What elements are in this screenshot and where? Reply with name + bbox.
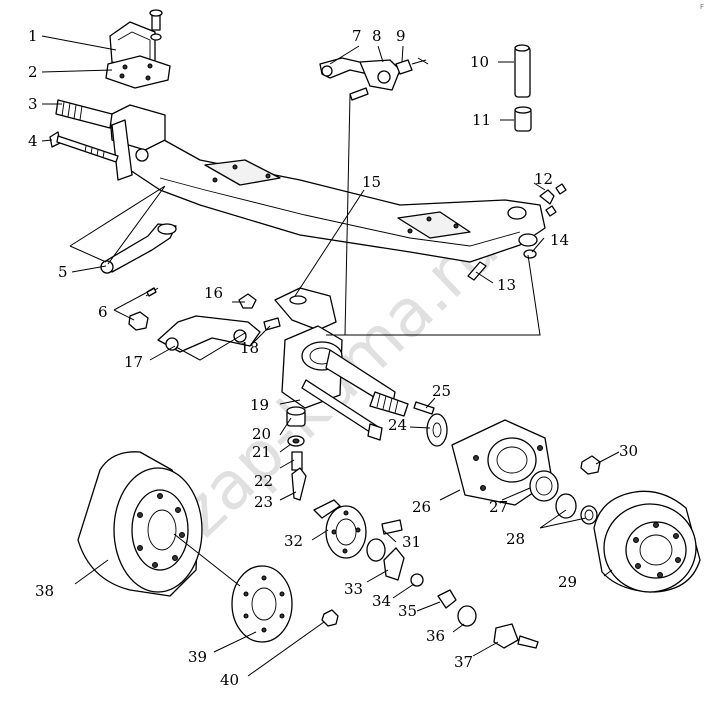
knuckle-arm [157, 293, 281, 353]
label-8: 8 [372, 27, 382, 45]
wheel-nut [321, 609, 339, 627]
label-35: 35 [398, 602, 417, 620]
label-31: 31 [402, 533, 421, 551]
label-27: 27 [489, 498, 508, 516]
hub-assembly [313, 499, 539, 649]
label-14: 14 [550, 231, 569, 249]
label-37: 37 [454, 653, 473, 671]
label-12: 12 [534, 170, 553, 188]
hub-nut-30 [580, 455, 601, 475]
corner-mark: F [700, 3, 704, 11]
label-3: 3 [28, 95, 38, 113]
wheel-rim [77, 451, 203, 597]
label-29: 29 [558, 573, 577, 591]
label-32: 32 [284, 532, 303, 550]
part-numbers: 1 2 3 4 5 6 7 8 9 10 11 12 13 14 15 16 1… [28, 27, 638, 689]
leader-lines [41, 35, 620, 677]
label-17: 17 [124, 353, 143, 371]
label-21: 21 [252, 443, 271, 461]
pin-and-bushing [514, 44, 532, 132]
label-20: 20 [252, 425, 271, 443]
wheel-disc [231, 565, 293, 643]
label-19: 19 [250, 396, 269, 414]
label-40: 40 [220, 671, 239, 689]
label-9: 9 [396, 27, 406, 45]
steering-lever [319, 57, 429, 101]
steering-arm [100, 223, 177, 274]
label-10: 10 [470, 53, 489, 71]
label-13: 13 [497, 276, 516, 294]
label-38: 38 [35, 582, 54, 600]
label-5: 5 [58, 263, 68, 281]
label-15: 15 [362, 173, 381, 191]
label-36: 36 [426, 627, 445, 645]
label-23: 23 [254, 493, 273, 511]
label-24: 24 [388, 416, 407, 434]
label-28: 28 [506, 530, 525, 548]
brake-drum [593, 490, 701, 593]
label-26: 26 [412, 498, 431, 516]
label-39: 39 [188, 648, 207, 666]
label-11: 11 [472, 111, 491, 129]
small-fasteners-right [467, 183, 567, 281]
label-34: 34 [372, 592, 391, 610]
label-18: 18 [240, 339, 259, 357]
label-33: 33 [344, 580, 363, 598]
bearings [529, 470, 598, 525]
label-30: 30 [619, 442, 638, 460]
label-7: 7 [352, 27, 362, 45]
label-22: 22 [254, 472, 273, 490]
thrust-washer [413, 401, 448, 447]
label-2: 2 [28, 63, 38, 81]
king-pin [55, 99, 113, 129]
label-4: 4 [28, 132, 38, 150]
label-6: 6 [98, 303, 108, 321]
label-16: 16 [204, 284, 223, 302]
label-25: 25 [432, 382, 451, 400]
spring-plate [105, 55, 171, 89]
long-bolt [49, 131, 119, 163]
label-1: 1 [28, 27, 38, 45]
